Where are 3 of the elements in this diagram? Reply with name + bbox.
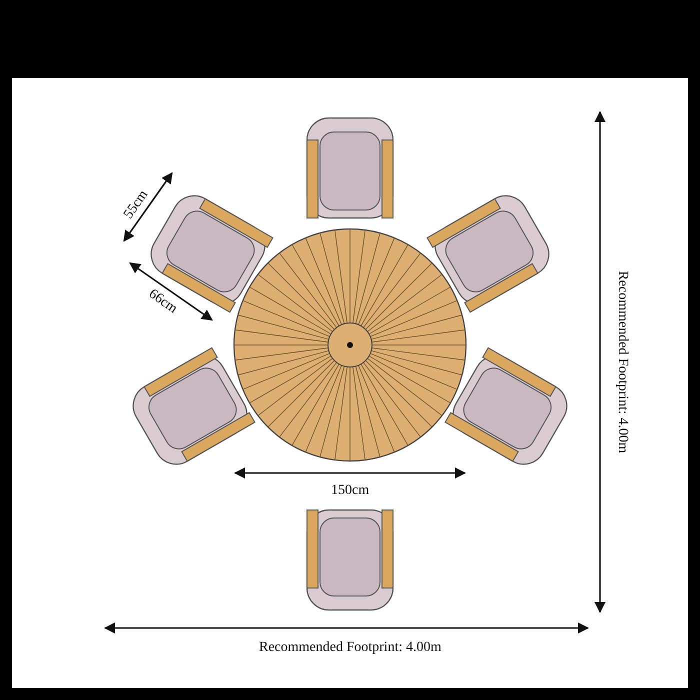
footprint-label: Recommended Footprint: 4.00m	[259, 640, 442, 656]
dimension-label: 150cm	[331, 483, 370, 499]
footprint-label: Recommended Footprint: 4.00m	[614, 270, 630, 454]
